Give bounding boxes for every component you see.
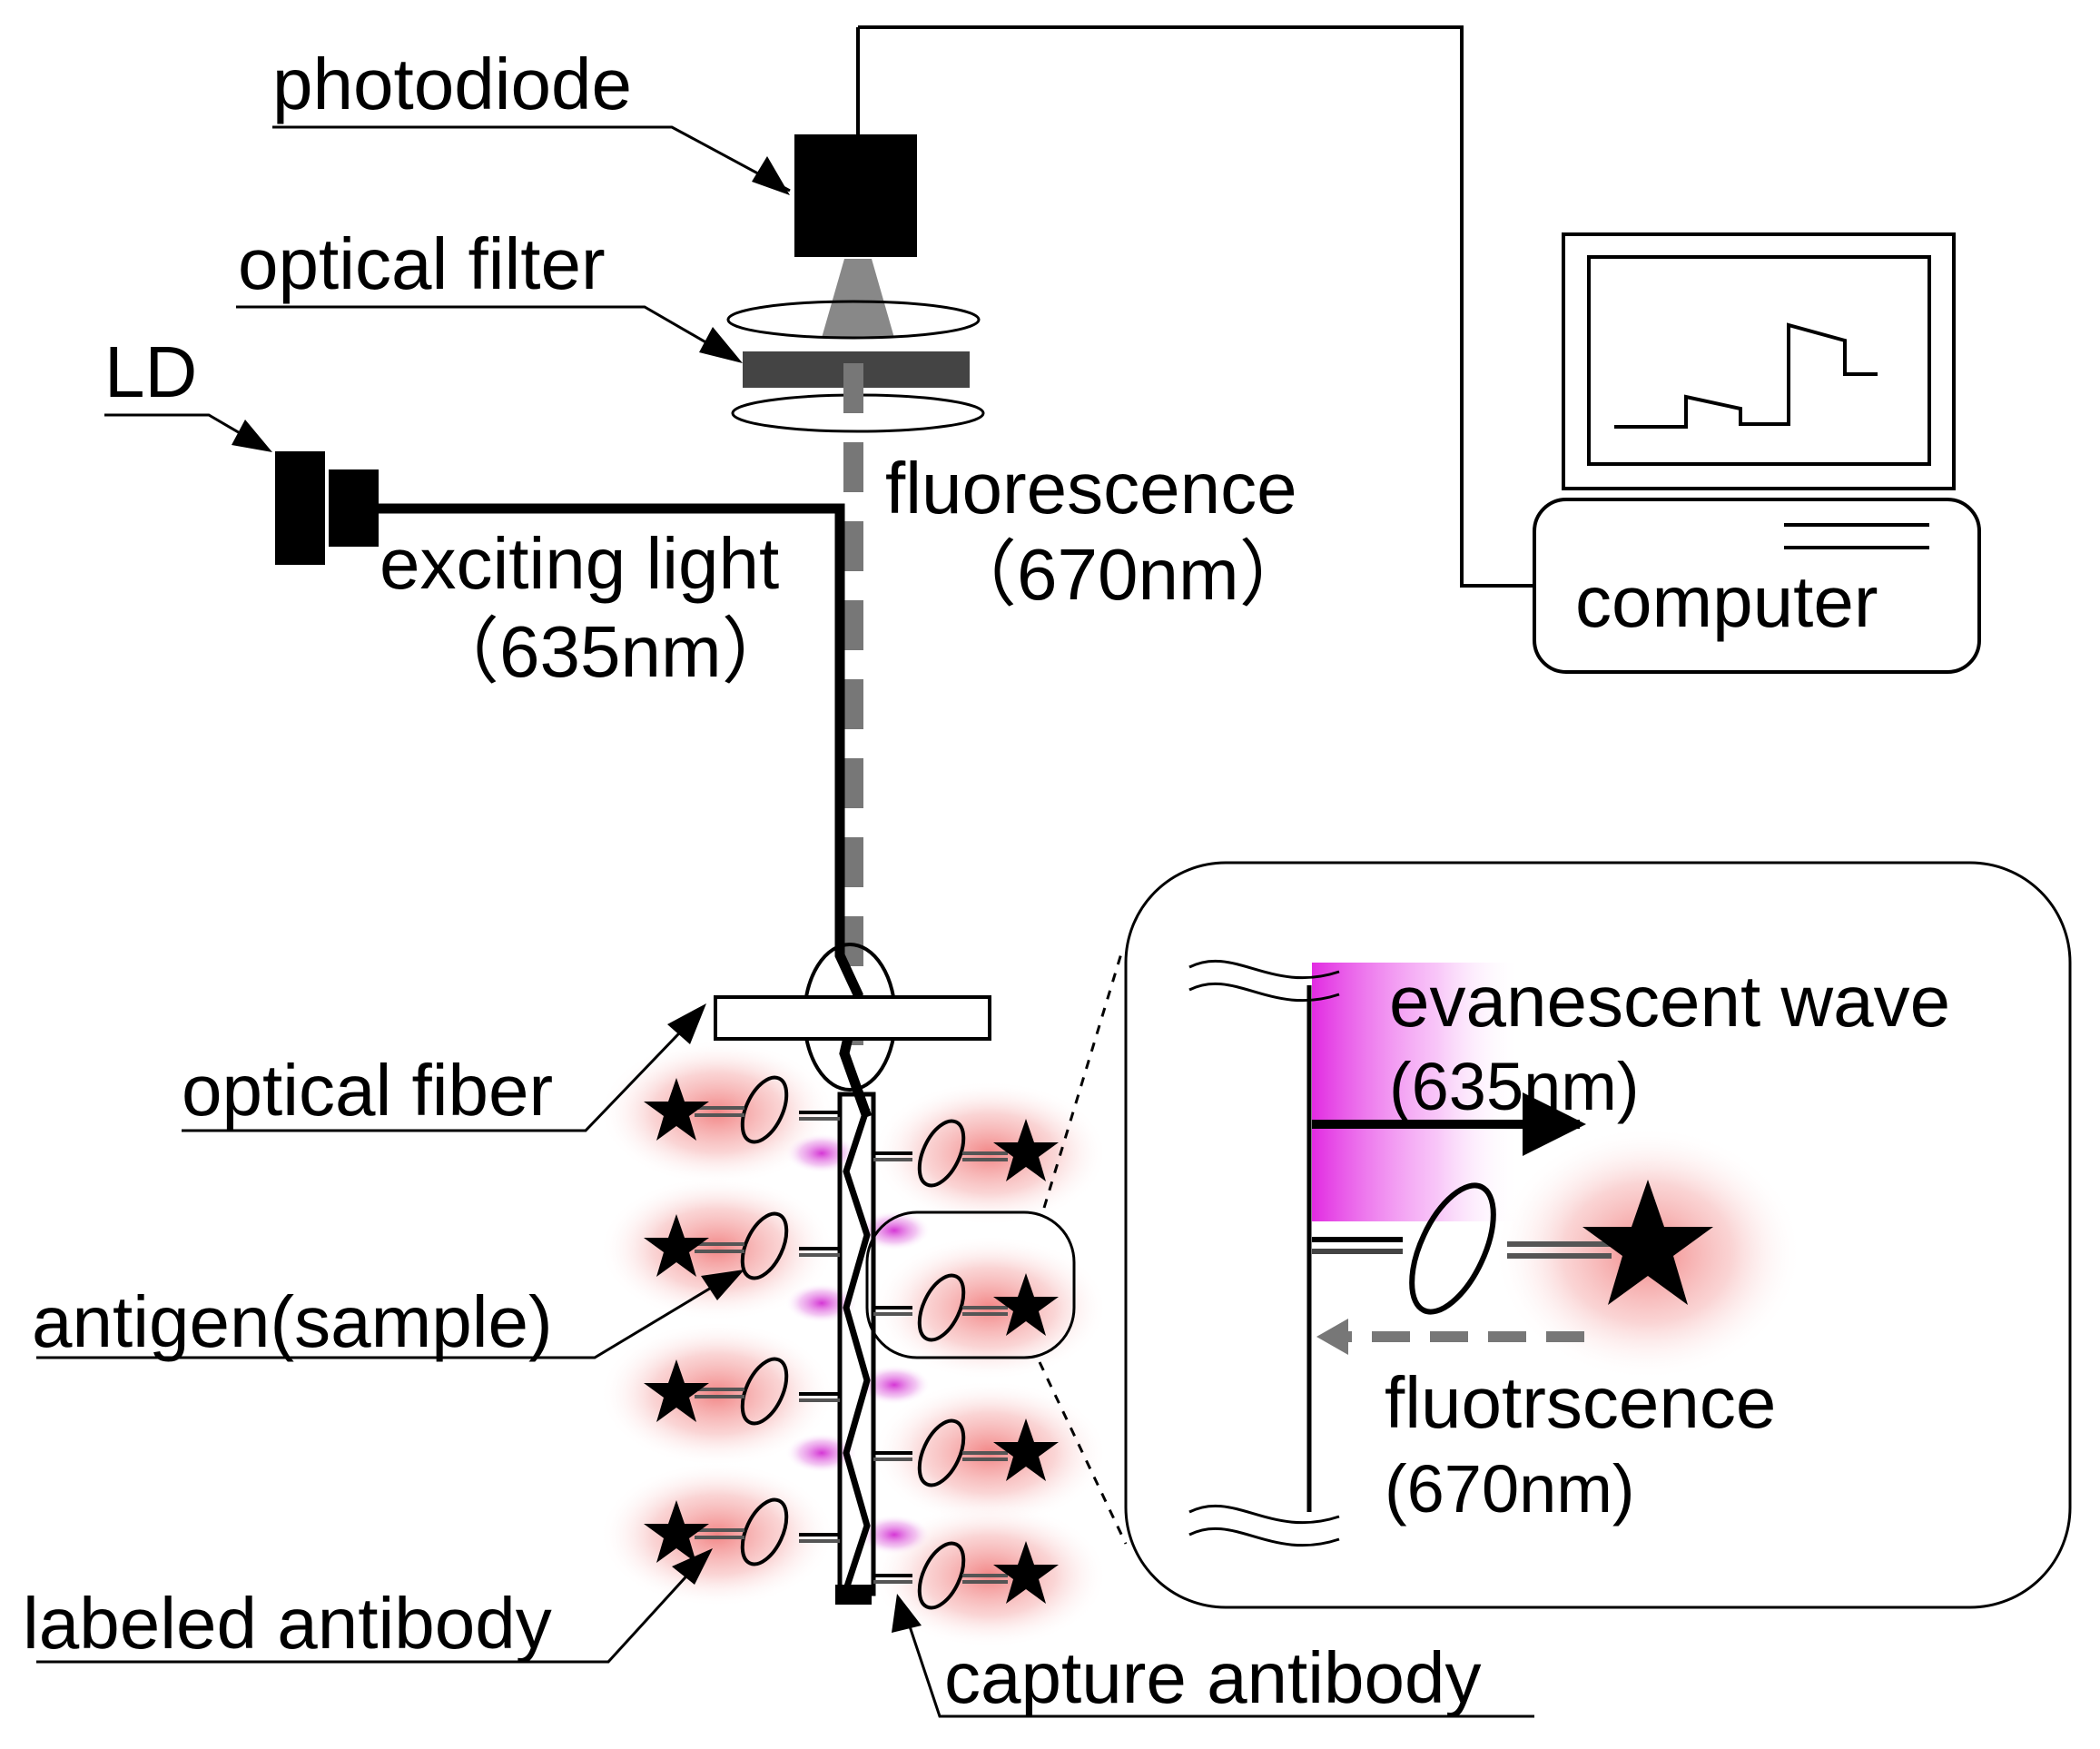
break-mark-bottom [1188,1504,1340,1547]
fluorescence-wavelength: （670nm） [944,534,1312,615]
zoom-guide-top [1042,953,1123,1209]
evanescent-glows [785,1133,931,1555]
zoom-highlight-box [865,1210,1076,1359]
inset-fluorescence-label: fluotrscence [1385,1362,1776,1443]
fluorescence-label: fluorescence [885,448,1297,529]
break-mark-top [1188,959,1340,1003]
computer-icon [1533,232,1981,674]
computer-label: computer [1575,561,1878,642]
laser-diode-body [275,451,325,565]
laser-diode-head [329,469,379,547]
left-antibody-complexes [695,1075,840,1566]
label-fluorescence-glows [599,1040,1108,1648]
exciting-light-label: exciting light [380,523,779,604]
antigen-label: antigen(sample) [32,1281,553,1362]
evanescent-field [1312,963,1521,1221]
photodiode-label: photodiode [272,44,632,124]
labeled-antibody-label: labeled antibody [23,1583,552,1664]
photodiode [794,134,917,257]
optical-fiber-label: optical fiber [182,1050,553,1131]
monitor-signal-trace [1614,322,1878,429]
exciting-light-wavelength: （635nm） [427,611,794,692]
optical-filter-label: optical filter [238,223,606,304]
fiber-holder-plate [714,995,991,1041]
inset-label-star [1582,1180,1713,1305]
fiber-light-zigzag [843,1106,871,1591]
photodiode-light-cone [822,259,894,338]
inset-fluorescence-arrowhead [1316,1319,1348,1355]
exciting-light-path [379,503,873,1119]
evanescent-wavelength: (635nm) [1389,1049,1640,1124]
zoom-guide-bottom [1038,1361,1128,1545]
capture-antibody-label: capture antibody [944,1637,1482,1718]
evanescent-wave-label: evanescent wave [1389,961,1950,1042]
inset-antibody-complex [1312,1182,1612,1315]
fiber-tip [835,1585,872,1605]
ld-label: LD [104,331,197,412]
right-antibody-complexes [873,1119,1008,1610]
lens-upper [726,300,981,340]
leader-arrowheads [232,156,922,1633]
signal-cable-route [858,25,1539,588]
inset-fluorescence-wavelength: (670nm) [1385,1451,1635,1527]
